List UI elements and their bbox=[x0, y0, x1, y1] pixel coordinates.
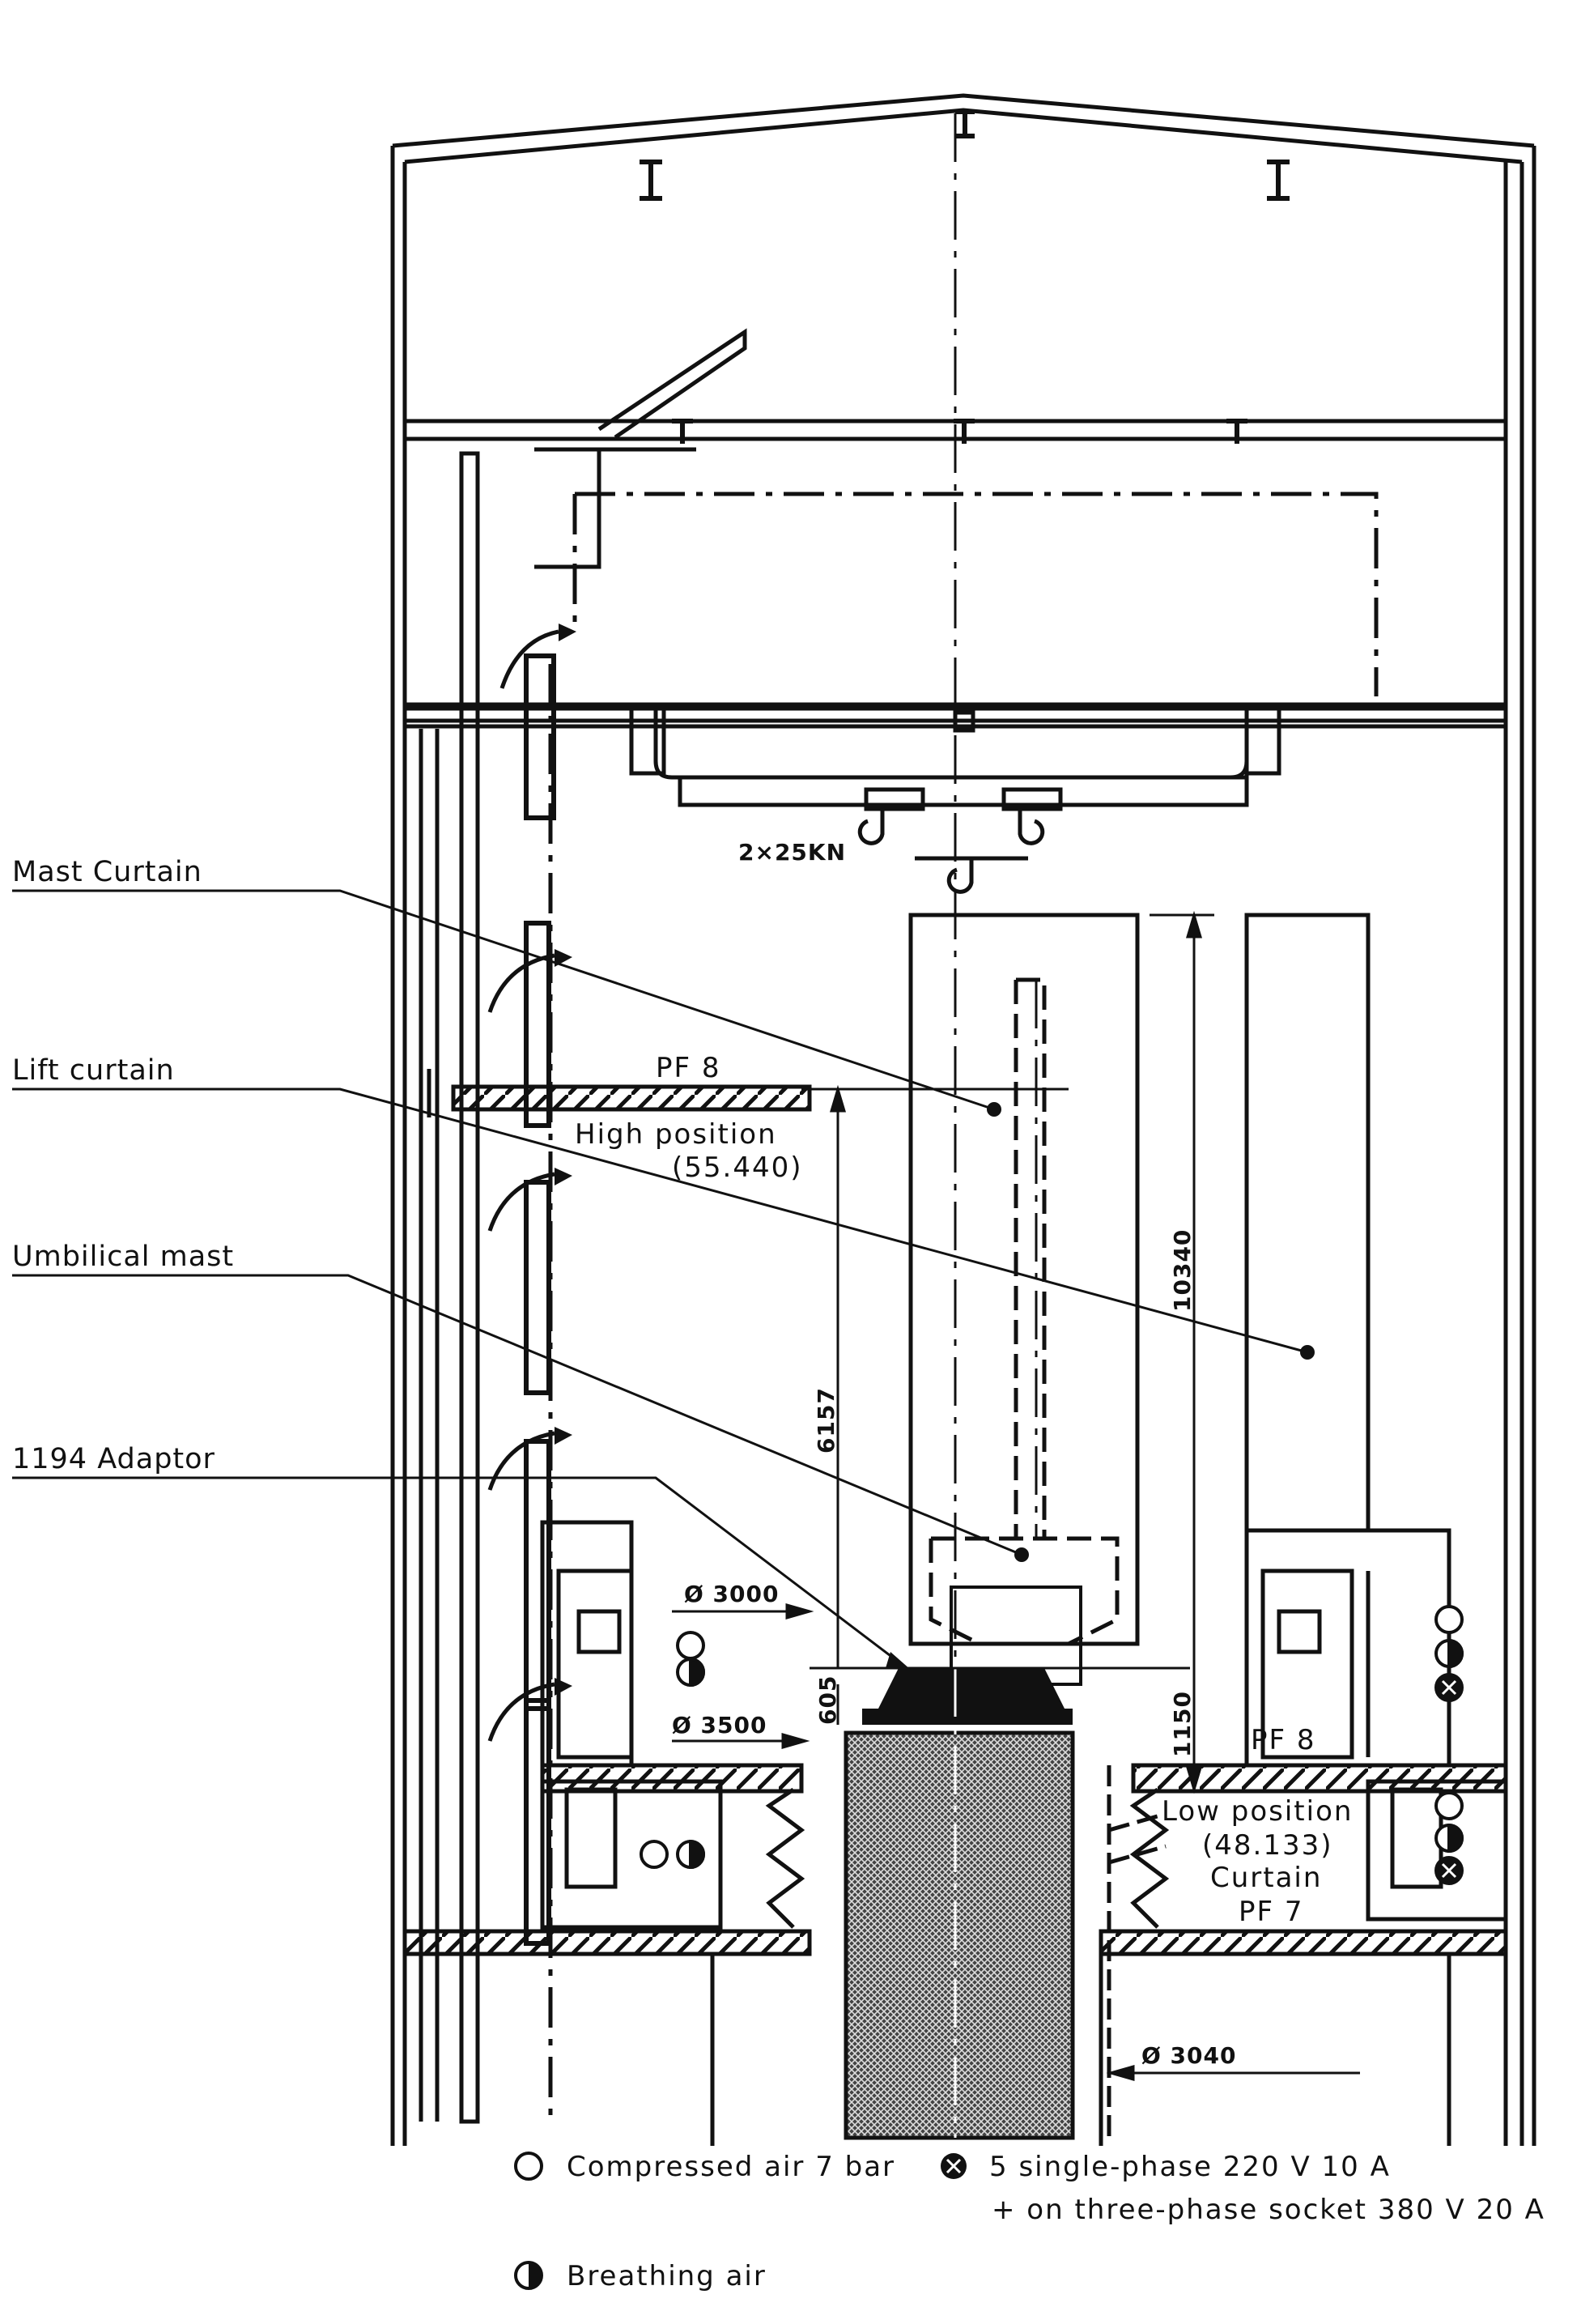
pf7-label: PF 7 bbox=[1239, 1896, 1304, 1928]
lift-curtain-marker bbox=[1300, 1345, 1315, 1360]
roof-outer bbox=[392, 93, 1535, 148]
high-elevation-label: (55.440) bbox=[672, 1151, 803, 1184]
hoist-capacity-label: 2×25KN bbox=[738, 839, 846, 866]
callout-mast-curtain: Mast Curtain bbox=[12, 856, 202, 888]
adaptor-cone bbox=[874, 1668, 1069, 1717]
building-structure bbox=[390, 93, 1536, 2146]
pf8-upper-label: PF 8 bbox=[656, 1052, 721, 1084]
dimension-1150: 1150 bbox=[1169, 1691, 1196, 1757]
compressed-air-symbol bbox=[676, 1631, 705, 1660]
callout-lift-curtain: Lift curtain bbox=[12, 1054, 175, 1087]
pf8-low-platform-left bbox=[540, 1763, 804, 1794]
launcher-stage bbox=[844, 1668, 1075, 2140]
umbilical-mast-marker bbox=[1014, 1547, 1029, 1562]
mast-curtain-marker bbox=[987, 1102, 1001, 1117]
dimension-10340: 10340 bbox=[1169, 1229, 1196, 1312]
legend-electric-line2: + on three-phase socket 380 V 20 A bbox=[992, 2194, 1545, 2226]
legend-breathing-air: Breathing air bbox=[567, 2260, 767, 2292]
lift-curtain-panel-right bbox=[1244, 913, 1371, 1533]
diameter-3500: Ø 3500 bbox=[672, 1712, 767, 1739]
dimension-605: 605 bbox=[814, 1675, 841, 1725]
pf8-high-platform bbox=[451, 1084, 812, 1112]
low-position-label: Low position bbox=[1162, 1795, 1353, 1828]
diameter-3000: Ø 3000 bbox=[684, 1581, 779, 1607]
legend: Compressed air 7 bar Breathing air 5 sin… bbox=[514, 2151, 1545, 2292]
low-elevation-label: (48.133) bbox=[1202, 1829, 1333, 1862]
legend-electric-line1: 5 single-phase 220 V 10 A bbox=[989, 2151, 1391, 2183]
pf7-platform-right bbox=[1099, 1929, 1508, 1956]
lift-curtain-panel-left bbox=[908, 913, 1140, 1646]
pf8-lower-label: PF 8 bbox=[1251, 1724, 1316, 1756]
dimension-6157: 6157 bbox=[813, 1387, 839, 1454]
launcher-body bbox=[844, 1730, 1075, 2140]
dimension-lines bbox=[672, 910, 1360, 2081]
utility-symbols bbox=[640, 1605, 1464, 1885]
curtain-label: Curtain bbox=[1210, 1862, 1322, 1894]
high-position-label: High position bbox=[575, 1118, 777, 1151]
callout-adaptor: 1194 Adaptor bbox=[12, 1443, 215, 1475]
callout-leaders bbox=[12, 889, 1308, 1670]
legend-compressed-air: Compressed air 7 bar bbox=[567, 2151, 895, 2183]
adaptor-arrow bbox=[886, 1652, 911, 1670]
pf7-platform-left bbox=[402, 1929, 812, 1956]
callout-umbilical-mast: Umbilical mast bbox=[12, 1241, 234, 1273]
diameter-3040: Ø 3040 bbox=[1141, 2042, 1236, 2069]
legend-compressed-air-icon bbox=[514, 2152, 543, 2181]
